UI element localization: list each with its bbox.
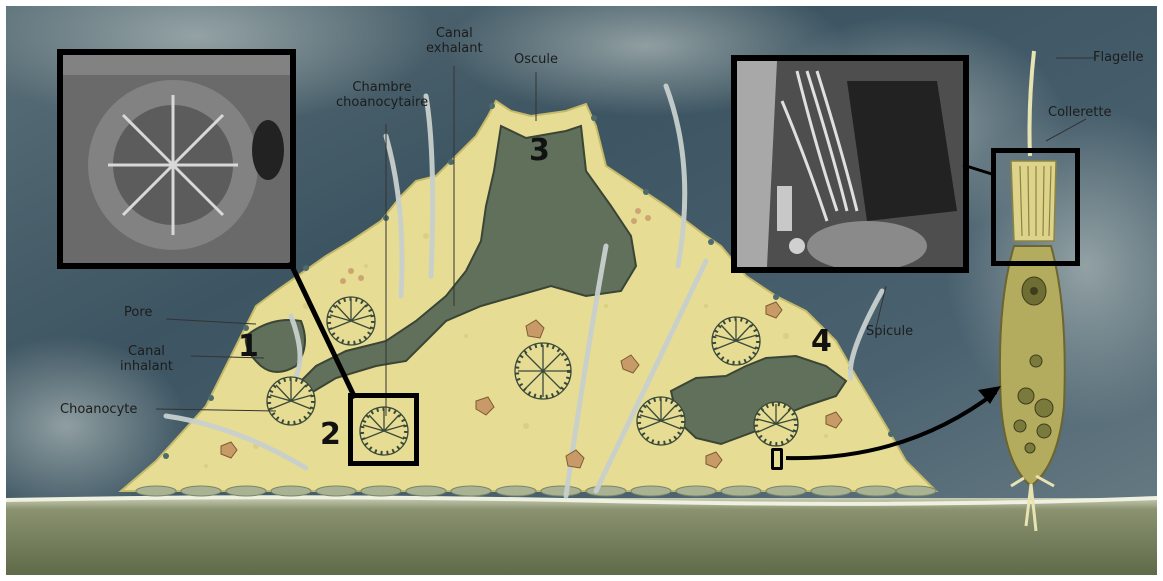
label-collerette: Collerette	[1048, 105, 1112, 120]
label-spicule: Spicule	[866, 324, 913, 339]
cell-zoom-frame	[771, 448, 783, 470]
number-1: 1	[238, 332, 259, 362]
collar-zoom-frame	[991, 148, 1080, 266]
label-chambre-choanocytaire: Chambre choanocytaire	[336, 80, 428, 110]
label-pore: Pore	[124, 305, 152, 320]
label-flagelle: Flagelle	[1093, 50, 1144, 65]
chamber-zoom-frame	[348, 393, 419, 466]
label-oscule: Oscule	[514, 52, 558, 67]
number-4: 4	[811, 327, 832, 357]
number-2: 2	[320, 420, 341, 450]
micrograph-collar-inset	[731, 55, 969, 273]
number-3: 3	[529, 136, 550, 166]
label-choanocyte: Choanocyte	[60, 402, 137, 417]
micrograph-chamber-inset	[57, 49, 296, 269]
label-canal-inhalant: Canal inhalant	[120, 344, 173, 374]
label-canal-exhalant: Canal exhalant	[426, 26, 483, 56]
